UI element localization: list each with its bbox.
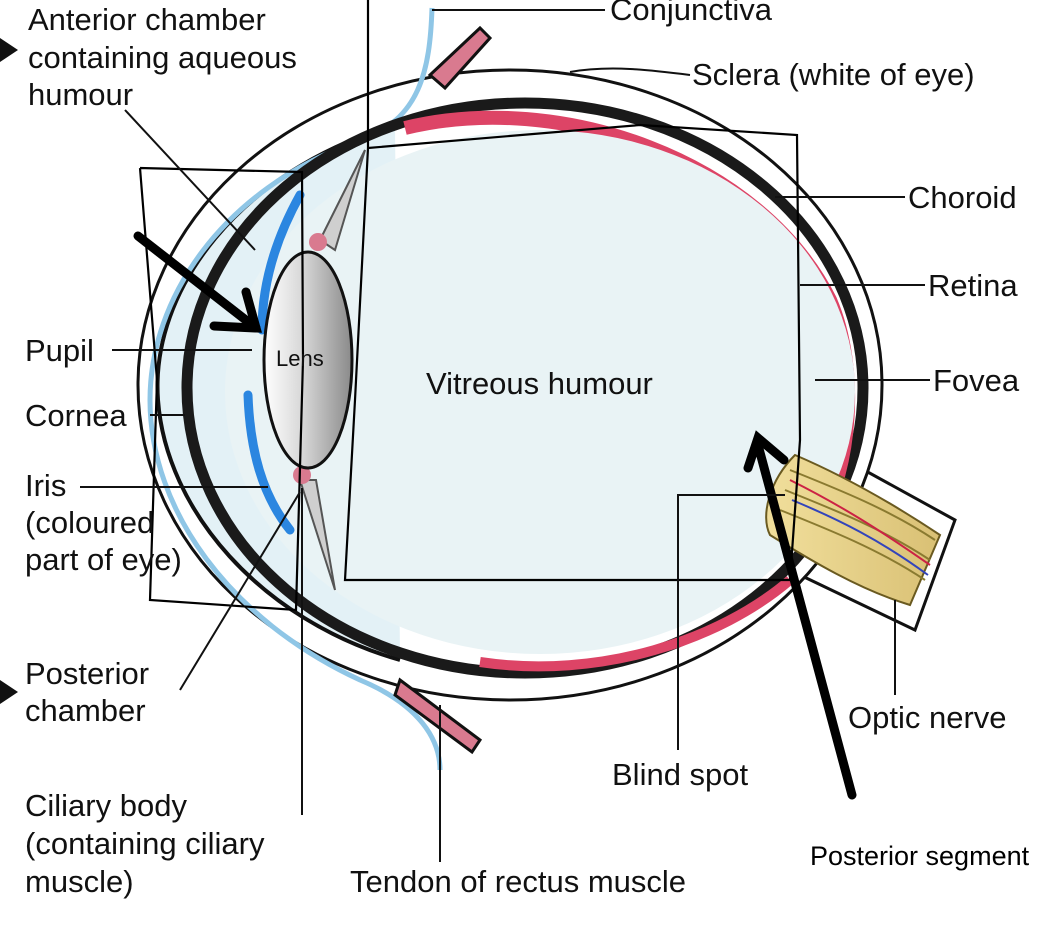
lens [262,250,354,470]
leader-sclera [569,67,691,76]
bullet-arrow-anterior [0,38,18,62]
label-posterior-chamber: Posterior chamber [25,656,158,728]
ciliary-muscle-top [309,233,327,251]
label-choroid: Choroid [908,180,1017,215]
sketch-box-posterior [343,0,802,582]
label-conjunctiva: Conjunctiva [610,0,773,27]
bullet-arrow-posterior [0,680,18,704]
label-sclera: Sclera (white of eye) [692,57,975,92]
optic-nerve [765,453,942,607]
label-posterior-segment: Posterior segment [810,841,1030,871]
label-pupil: Pupil [25,333,94,368]
label-blind-spot: Blind spot [612,757,749,792]
optic-nerve-fibre [779,509,926,581]
sketch-box-anterior [138,166,305,612]
optic-nerve-fibre [789,469,936,541]
leader-anterior [124,109,256,251]
optic-nerve-fibre [784,489,931,561]
leader-posterior [179,491,301,691]
ciliary-muscle-bottom [293,466,311,484]
label-fovea: Fovea [933,363,1020,398]
label-anterior-chamber: Anterior chamber containing aqueous humo… [28,2,306,112]
iris-lower [243,390,295,535]
label-cornea: Cornea [25,398,127,433]
choroid-layer [181,97,869,679]
optic-nerve-vessel [789,479,931,566]
label-lens: Lens [276,346,324,371]
iris-upper [257,190,305,335]
optic-nerve-vessel [791,499,929,576]
label-ciliary-body: Ciliary body (containing ciliary muscle) [25,788,273,899]
pointer-arrow-posterior-head [743,430,789,473]
pointer-arrow-posterior [753,440,857,800]
rectus-muscle-bottom [393,677,483,755]
ciliary-upper [318,149,366,252]
pointer-arrow-lens-head [209,287,263,333]
leader-blind-spot [677,494,785,750]
label-optic-nerve: Optic nerve [848,700,1007,735]
label-tendon: Tendon of rectus muscle [350,864,686,899]
label-retina: Retina [928,268,1018,303]
rectus-muscle-top [427,25,493,91]
label-iris: Iris (coloured part of eye) [25,468,182,577]
vitreous-body [225,130,855,654]
label-vitreous-humour: Vitreous humour [426,366,653,401]
pointer-arrow-lens [133,231,261,333]
retina-layer-lower [479,576,794,672]
